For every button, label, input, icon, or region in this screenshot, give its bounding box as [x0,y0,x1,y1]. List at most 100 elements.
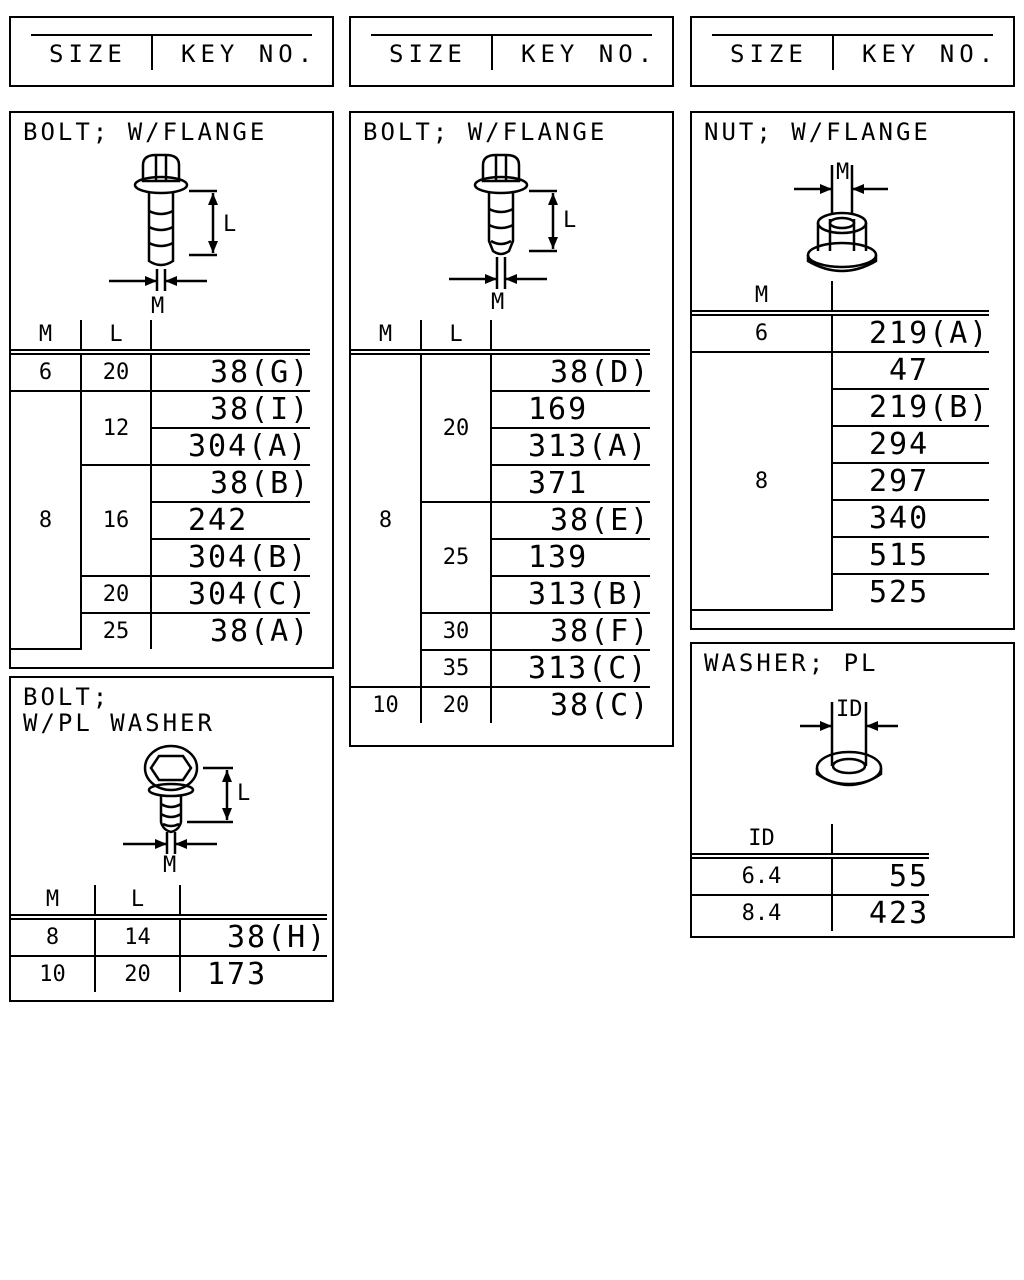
col-m-header: M [11,320,82,355]
cell-l: 20 [94,955,181,992]
key-no-cell: 340 [832,499,990,538]
bolt-washer-drawing: L M [123,744,250,878]
cell-l: 12 [80,390,152,466]
cell-id: 8.4 [692,894,833,931]
dim-l-label: L [563,208,576,233]
cell-m: 10 [351,686,422,723]
cell-l: 35 [421,649,492,688]
key-no-label: KEY NO. [862,40,999,68]
panel-title: NUT; W/FLANGE [704,118,931,146]
size-header-1: SIZE KEY NO. [9,16,334,87]
cell-m: 8 [351,351,422,688]
key-no-cell: 47 [830,351,990,390]
dim-m-label: M [151,294,164,319]
header-rule [31,34,312,36]
dim-id-label: ID [836,697,863,722]
key-no-cell: 38(C) [489,686,651,723]
col-m-header: M [692,281,833,316]
key-no-cell: 304(A) [151,427,311,466]
col-m-header: M [11,885,96,920]
cell-m: 8 [11,916,96,957]
panel-title: BOLT; W/FLANGE [23,118,268,146]
cell-m: 6 [11,351,82,392]
size-label: SIZE [389,40,467,68]
cell-l: 20 [420,686,492,723]
panel-title: BOLT; W/FLANGE [363,118,608,146]
header-rule [712,34,993,36]
key-no-cell: 313(B) [491,575,651,614]
key-no-cell: 38(H) [178,916,328,957]
col-l-header: L [420,320,492,355]
nut-flange-drawing: M [794,160,888,273]
dim-m-label: M [491,290,504,315]
key-no-cell: 515 [832,536,990,575]
key-no-cell: 169 [491,390,651,429]
key-no-cell: 38(D) [489,351,651,392]
key-no-cell: 219(A) [830,312,990,353]
key-no-cell: 139 [491,538,651,577]
key-no-cell: 423 [830,894,930,931]
col-l-header: L [94,885,181,920]
key-no-cell: 313(C) [489,649,651,688]
key-no-cell: 38(G) [149,351,311,392]
key-no-cell: 304(B) [151,538,311,577]
panel-title-line2: W/PL WASHER [23,709,215,737]
size-label: SIZE [730,40,808,68]
key-no-cell: 297 [832,462,990,501]
key-no-cell: 38(E) [489,501,651,540]
key-no-cell: 304(C) [149,575,311,614]
cell-l: 25 [81,612,152,649]
washer-drawing: ID [800,697,898,787]
size-label: SIZE [49,40,127,68]
panel-title: WASHER; PL [704,649,879,677]
header-divider [491,36,493,70]
key-no-cell: 173 [178,955,328,992]
cell-m: 8 [11,390,82,650]
size-header-2: SIZE KEY NO. [349,16,674,87]
cell-l: 20 [81,575,152,614]
cell-l: 20 [80,351,152,392]
key-no-label: KEY NO. [521,40,658,68]
cell-l: 16 [81,464,152,577]
key-no-cell: 219(B) [832,388,990,427]
cell-id: 6.4 [692,855,833,896]
header-divider [151,36,153,70]
dim-l-label: L [237,781,250,806]
cell-m: 6 [692,312,833,353]
key-no-cell: 38(F) [489,612,651,651]
cell-l: 14 [94,916,181,957]
key-no-cell: 242 [151,501,311,540]
cell-m: 10 [11,955,96,992]
cell-l: 25 [421,501,492,614]
dim-l-label: L [223,212,236,237]
panel-title-line1: BOLT; [23,683,111,711]
bolt-flange-drawing: L M [449,153,576,315]
key-no-cell: 313(A) [491,427,651,466]
dim-m-label: M [163,853,176,878]
key-no-cell: 38(A) [149,612,311,649]
key-no-cell: 525 [832,573,990,610]
header-rule [371,34,652,36]
hex-head-icon [143,744,199,792]
key-no-cell: 38(I) [149,390,311,429]
col-id-header: ID [692,824,833,859]
key-no-label: KEY NO. [181,40,318,68]
col-l-header: L [80,320,152,355]
key-no-cell: 55 [830,855,930,896]
header-divider [832,36,834,70]
cell-m: 8 [692,351,833,611]
dim-m-label: M [836,160,849,185]
key-no-cell: 371 [491,464,651,503]
col-m-header: M [351,320,422,355]
size-header-3: SIZE KEY NO. [690,16,1015,87]
bolt-flange-drawing: L M [109,153,236,319]
cell-l: 20 [420,351,492,503]
